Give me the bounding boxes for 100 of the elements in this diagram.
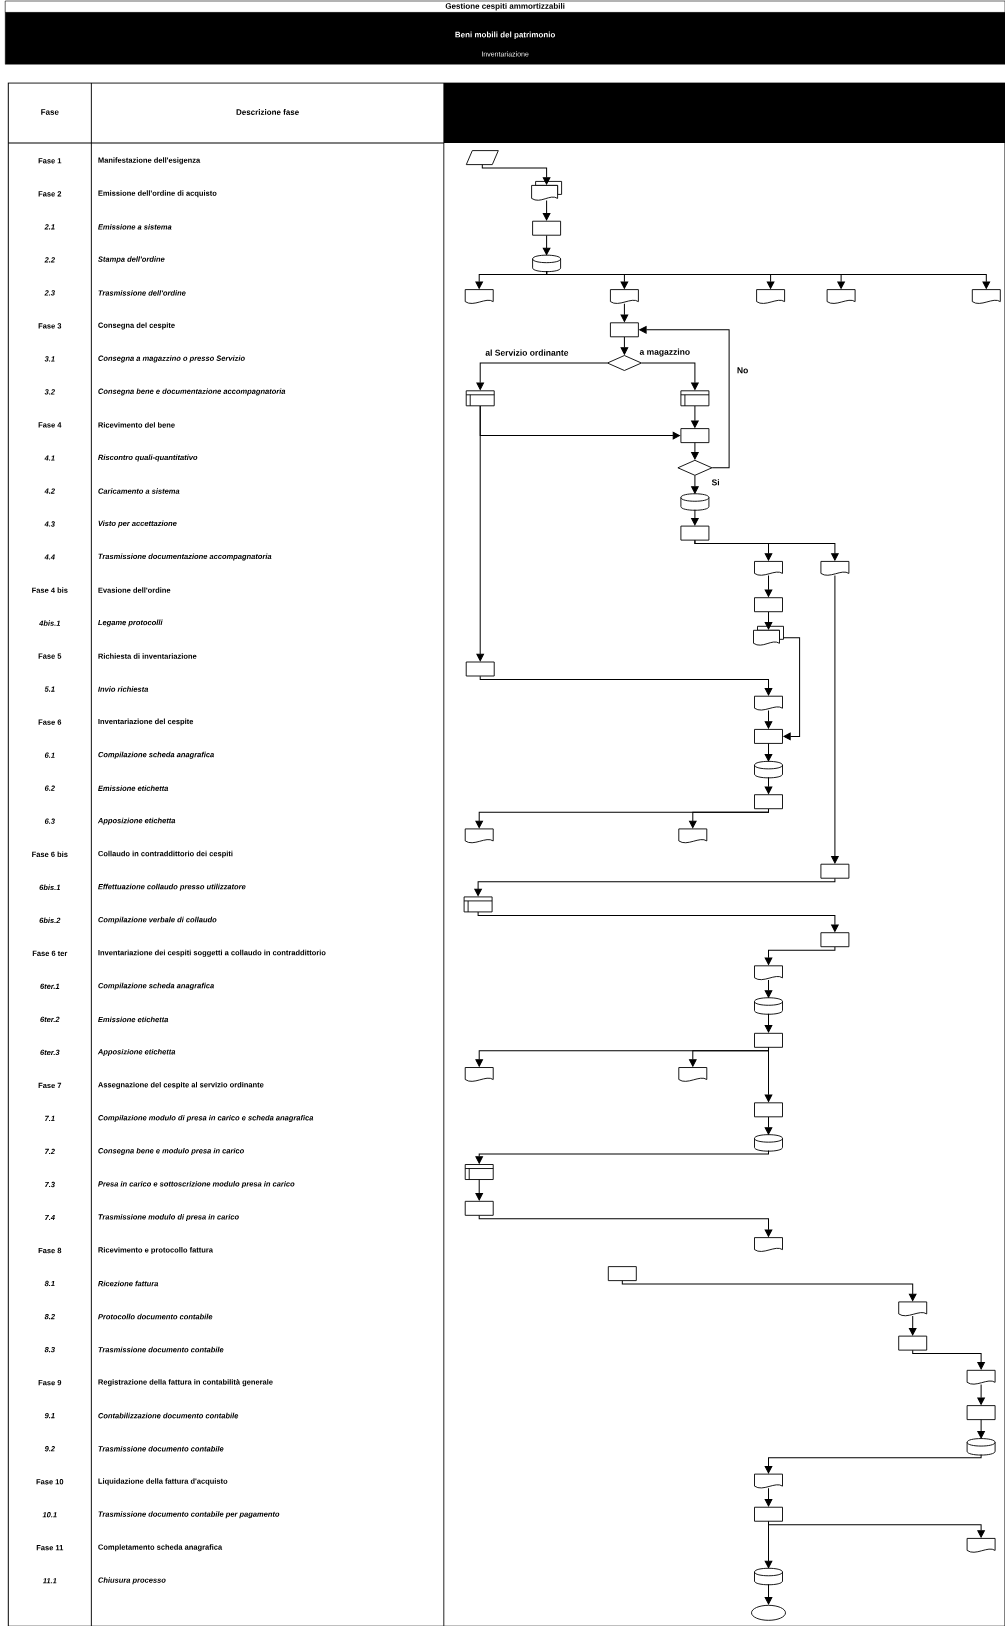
arrow: [764, 575, 773, 597]
subtitle: Beni mobili del patrimonio: [455, 31, 556, 40]
arrow: [475, 1179, 483, 1201]
process-box: [898, 1335, 928, 1351]
subprocess-box: [680, 390, 710, 407]
arrow: [764, 743, 773, 762]
data-cylinder: [754, 1134, 783, 1152]
arrow: [764, 1116, 773, 1135]
arrow: [764, 1454, 982, 1474]
arrow: [481, 164, 551, 185]
document-shape: [754, 965, 783, 981]
process-box: [680, 525, 710, 541]
process-box: [609, 322, 639, 338]
document-shape: [754, 1237, 783, 1252]
arrow: [478, 1215, 773, 1237]
arrow: [620, 336, 629, 355]
arrow: [764, 611, 773, 630]
document-shape: [678, 1067, 708, 1082]
document-shape: [464, 289, 494, 304]
document-shape: [898, 1301, 928, 1317]
process-box: [680, 428, 710, 444]
arrow: [764, 1583, 773, 1605]
arrow: [764, 776, 773, 794]
arrow: [479, 675, 773, 696]
decision-diamond: [677, 459, 713, 476]
arrow: [639, 326, 730, 469]
subprocess-box: [463, 896, 493, 913]
edge-label: No: [735, 366, 750, 375]
arrow: [694, 539, 839, 561]
data-cylinder: [754, 997, 783, 1015]
arrow: [764, 946, 836, 965]
arrow: [691, 475, 699, 494]
arrow: [764, 1520, 773, 1569]
arrow: [764, 1047, 773, 1102]
arrow: [977, 1384, 985, 1405]
process-box: [754, 1506, 783, 1522]
process-box: [754, 728, 783, 744]
document-shape: [754, 695, 783, 711]
arrow: [542, 200, 551, 221]
arrow: [764, 979, 773, 998]
column-header: Descrizione fase: [236, 109, 299, 115]
document-shape: [966, 1369, 996, 1385]
arrow: [831, 575, 839, 864]
arrow: [477, 911, 839, 932]
arrow: [783, 637, 801, 741]
process-box: [754, 1032, 783, 1048]
data-cylinder: [532, 254, 562, 273]
arrow: [764, 709, 773, 729]
arrow: [475, 1150, 769, 1164]
arrow: [621, 1280, 917, 1302]
edge-label: a magazzino: [638, 347, 692, 358]
data-cylinder: [966, 1438, 996, 1456]
arrow: [691, 405, 699, 428]
process-box: [820, 932, 850, 948]
end-ellipse: [751, 1604, 786, 1621]
document-shape: [609, 289, 639, 304]
arrow: [977, 1419, 985, 1439]
document-shape: [756, 289, 786, 304]
arrow: [542, 234, 551, 256]
document-shape: [966, 1537, 996, 1553]
data-cylinder: [754, 760, 783, 779]
arrow: [689, 808, 769, 829]
arrow: [620, 303, 629, 322]
arrow: [764, 1487, 773, 1507]
document-shape: [820, 560, 850, 576]
edge-label: Si: [710, 478, 721, 487]
document-shape: [678, 828, 708, 844]
data-cylinder: [680, 493, 710, 511]
arrow: [546, 270, 991, 289]
process-box: [754, 794, 783, 810]
arrow: [641, 362, 699, 390]
data-cylinder: [754, 1567, 783, 1586]
document-stack: [531, 180, 563, 201]
document-shape: [826, 289, 856, 304]
title: Gestione cespiti ammortizzabili: [445, 2, 565, 11]
document-shape: [754, 560, 783, 576]
process-box: [465, 661, 495, 677]
arrow: [474, 877, 836, 897]
process-box: [754, 597, 783, 613]
subprocess-box: [464, 1164, 494, 1180]
subprocess-box: [465, 390, 495, 407]
document-shape: [971, 289, 1001, 304]
arrow: [691, 442, 699, 460]
arrow: [476, 405, 484, 662]
arrow: [908, 1315, 917, 1336]
input-parallelogram: [465, 150, 499, 166]
process-box: [754, 1102, 783, 1118]
column-header: Fase: [41, 109, 59, 115]
arrow: [476, 362, 608, 390]
process-box: [966, 1405, 996, 1421]
arrow: [912, 1349, 985, 1370]
process-box: [820, 863, 850, 879]
document-shape: [754, 1473, 783, 1489]
process-box: [607, 1266, 637, 1282]
arrow: [764, 1013, 773, 1033]
document-shape: [464, 1067, 494, 1082]
document-stack: [753, 625, 784, 646]
process-box: [464, 1200, 494, 1216]
document-shape: [464, 828, 494, 844]
edge-label: al Servizio ordinante: [484, 348, 570, 357]
